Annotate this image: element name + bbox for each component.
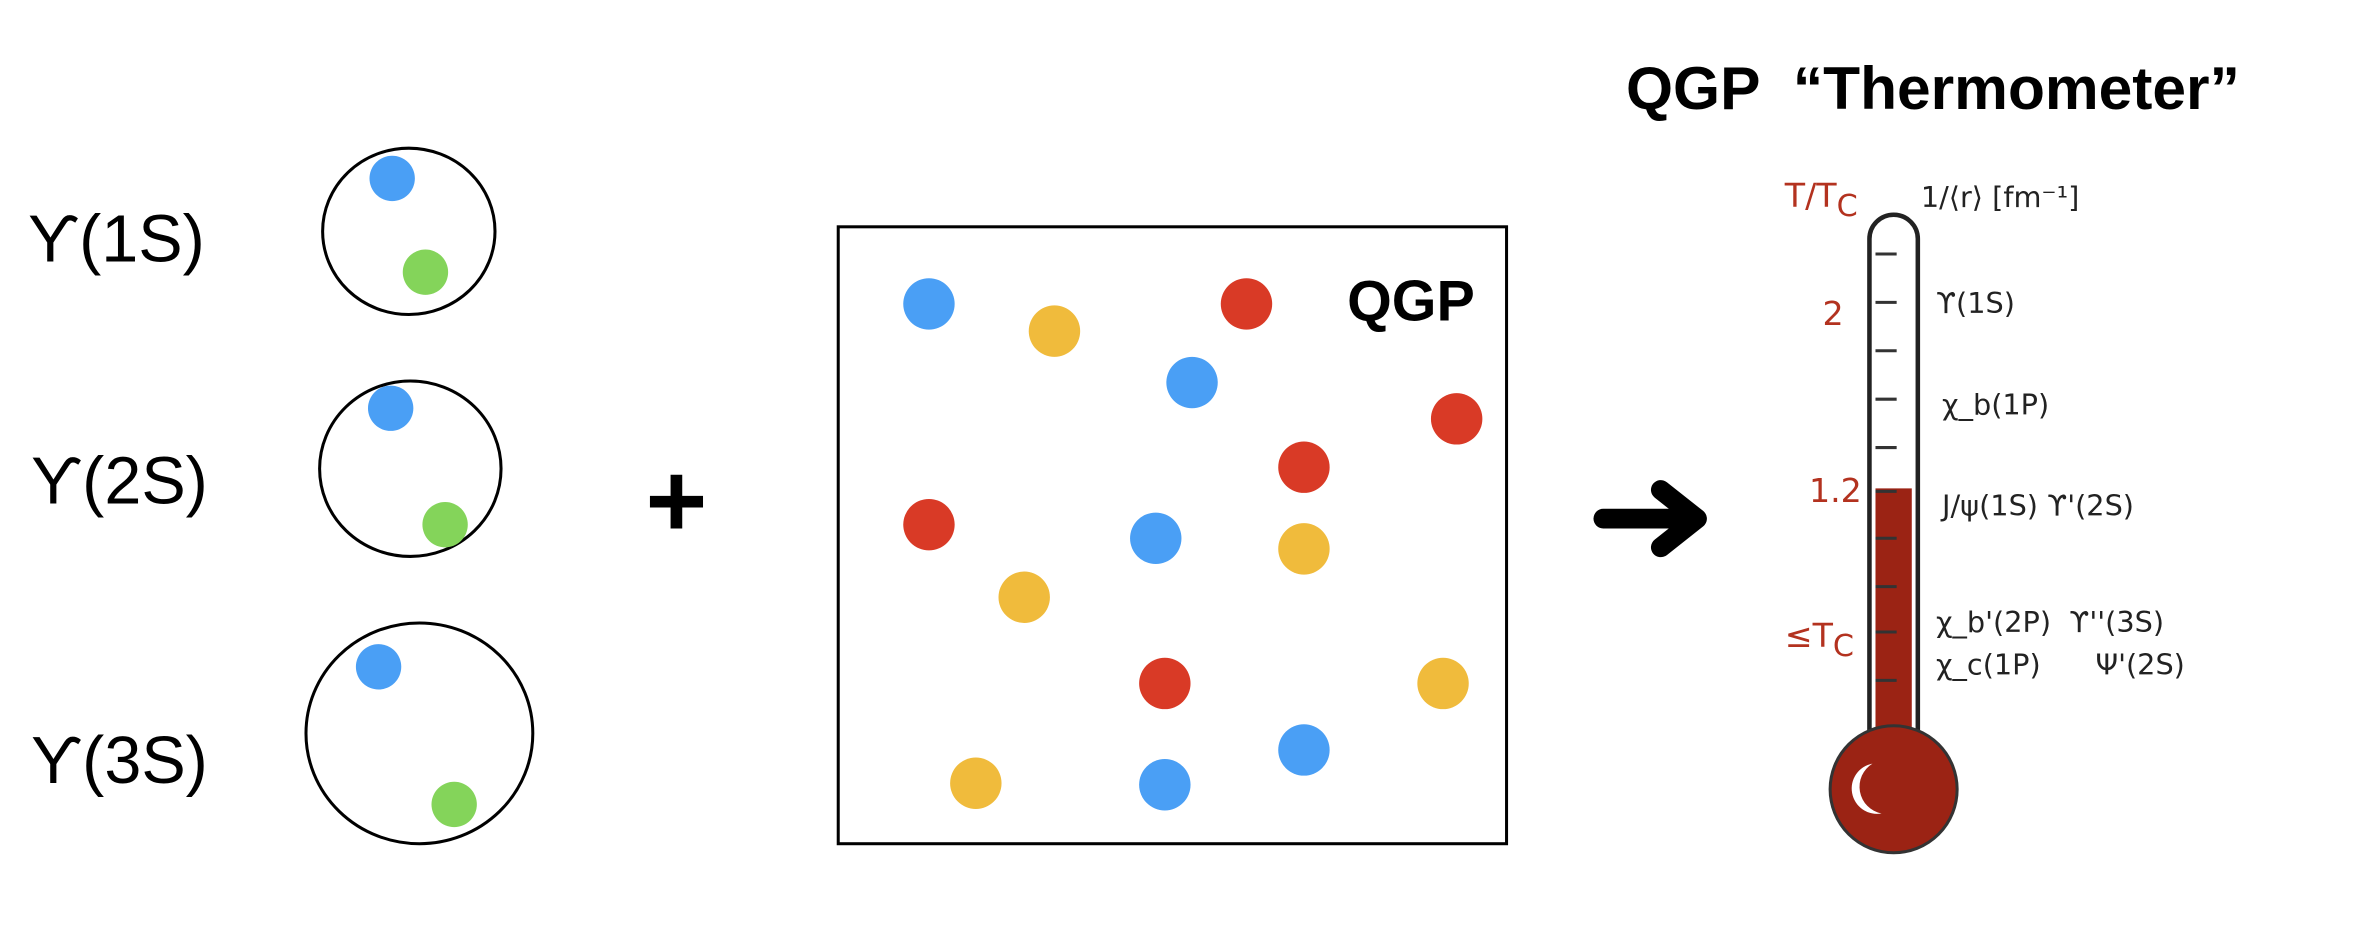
thermometer-bulb	[1828, 724, 1959, 855]
thermometer-title: QGP “Thermometer”	[1626, 54, 2240, 122]
scale-ticks	[1875, 252, 1897, 682]
bulb-highlight	[1851, 763, 1882, 814]
state-label-1s: ϒ(1S)	[28, 203, 205, 277]
state-label-2s: ϒ(2S)	[31, 445, 208, 519]
antiquark-dot	[431, 781, 477, 828]
parton-dot	[1278, 523, 1330, 575]
bound-state-3s	[304, 621, 535, 846]
antiquark-dot	[402, 249, 449, 295]
antiquark-dot	[422, 501, 468, 548]
parton-dot	[1139, 759, 1191, 811]
parton-dot	[1139, 657, 1191, 710]
parton-dot	[1278, 441, 1330, 493]
parton-dot	[1417, 657, 1469, 710]
bound-state-1s	[321, 146, 497, 317]
parton-dots	[903, 278, 1483, 811]
melt-state-label: χ_c(1P) Ψ'(2S)	[1936, 647, 2185, 681]
quark-dot	[369, 155, 415, 202]
thermometer: T/TC 1/⟨r⟩ [fm⁻¹] 2 1.2 ≤TC ϒ(1S) χ_b(1P…	[1784, 176, 2185, 855]
melt-state-label: J/ψ(1S) ϒ'(2S)	[1940, 489, 2134, 523]
melt-state-label: χ_b'(2P) ϒ''(3S)	[1936, 605, 2164, 639]
parton-dot	[1166, 356, 1218, 409]
axis-header-t-over-tc: T/T	[1784, 176, 1838, 215]
quark-dot	[355, 644, 402, 690]
plus-sign: +	[646, 442, 708, 560]
parton-dot	[950, 757, 1002, 809]
parton-dot	[1028, 305, 1081, 357]
temp-label-2: 2	[1823, 294, 1844, 333]
melt-state-label: χ_b(1P)	[1942, 387, 2049, 421]
parton-dot	[1130, 512, 1182, 564]
svg-text:≤TC: ≤TC	[1785, 616, 1854, 664]
temp-label-1-2: 1.2	[1809, 471, 1862, 510]
parton-dot	[903, 498, 955, 551]
qgp-label: QGP	[1347, 270, 1475, 334]
qgp-box: QGP	[836, 225, 1509, 846]
melt-state-label: ϒ(1S)	[1936, 286, 2015, 320]
arrow-right-icon	[1593, 480, 1707, 558]
svg-text:T/TC: T/TC	[1784, 176, 1858, 224]
parton-dot	[998, 571, 1050, 623]
state-label-3s: ϒ(3S)	[31, 724, 208, 798]
bound-state-2s	[318, 379, 503, 558]
quark-dot	[367, 385, 414, 431]
parton-dot	[1220, 278, 1273, 330]
parton-dot	[1278, 724, 1330, 776]
temp-label-tc: ≤T	[1785, 616, 1834, 655]
parton-dot	[903, 278, 955, 330]
axis-header-inverse-radius: 1/⟨r⟩ [fm⁻¹]	[1921, 180, 2079, 214]
parton-dot	[1430, 393, 1483, 445]
